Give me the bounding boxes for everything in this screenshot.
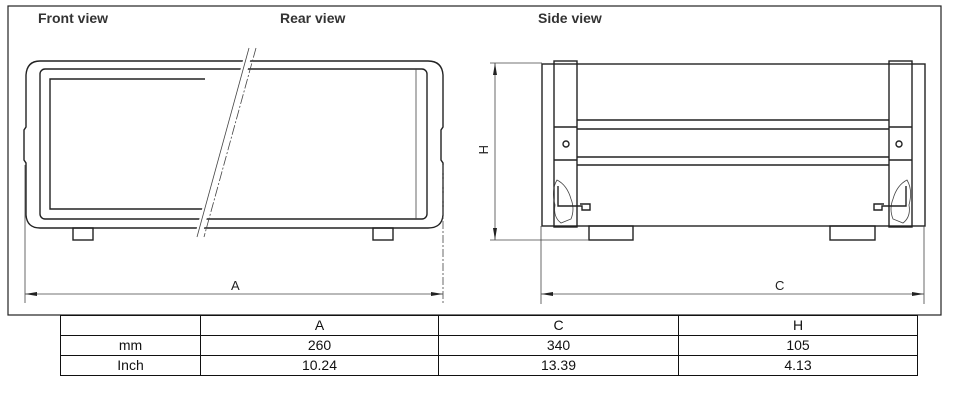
value-h-cell: 105 <box>679 336 918 356</box>
front-rear-view <box>24 48 443 303</box>
foot <box>373 228 393 240</box>
rear-view-title: Rear view <box>280 10 345 26</box>
header-cell-c: C <box>439 316 679 336</box>
dimensions-table: A C H mm 260 340 105 Inch 10.24 13.39 4.… <box>60 315 918 376</box>
front-view-title: Front view <box>38 10 108 26</box>
table-row: Inch 10.24 13.39 4.13 <box>61 356 918 376</box>
table-row: mm 260 340 105 <box>61 336 918 356</box>
header-cell-h: H <box>679 316 918 336</box>
side-view <box>490 61 925 304</box>
value-c-cell: 13.39 <box>439 356 679 376</box>
table-header-row: A C H <box>61 316 918 336</box>
header-cell-unit <box>61 316 201 336</box>
foot <box>73 228 93 240</box>
screw-hole <box>563 141 569 147</box>
value-a-cell: 10.24 <box>201 356 439 376</box>
dimension-h-label: H <box>476 145 491 154</box>
unit-cell: Inch <box>61 356 201 376</box>
value-a-cell: 260 <box>201 336 439 356</box>
value-h-cell: 4.13 <box>679 356 918 376</box>
foot <box>830 226 875 240</box>
unit-cell: mm <box>61 336 201 356</box>
value-c-cell: 340 <box>439 336 679 356</box>
screw-hole <box>896 141 902 147</box>
header-cell-a: A <box>201 316 439 336</box>
foot <box>589 226 633 240</box>
dimension-a-label: A <box>231 278 240 293</box>
side-view-title: Side view <box>538 10 602 26</box>
drawing-frame <box>8 6 941 315</box>
dimension-c-label: C <box>775 278 784 293</box>
